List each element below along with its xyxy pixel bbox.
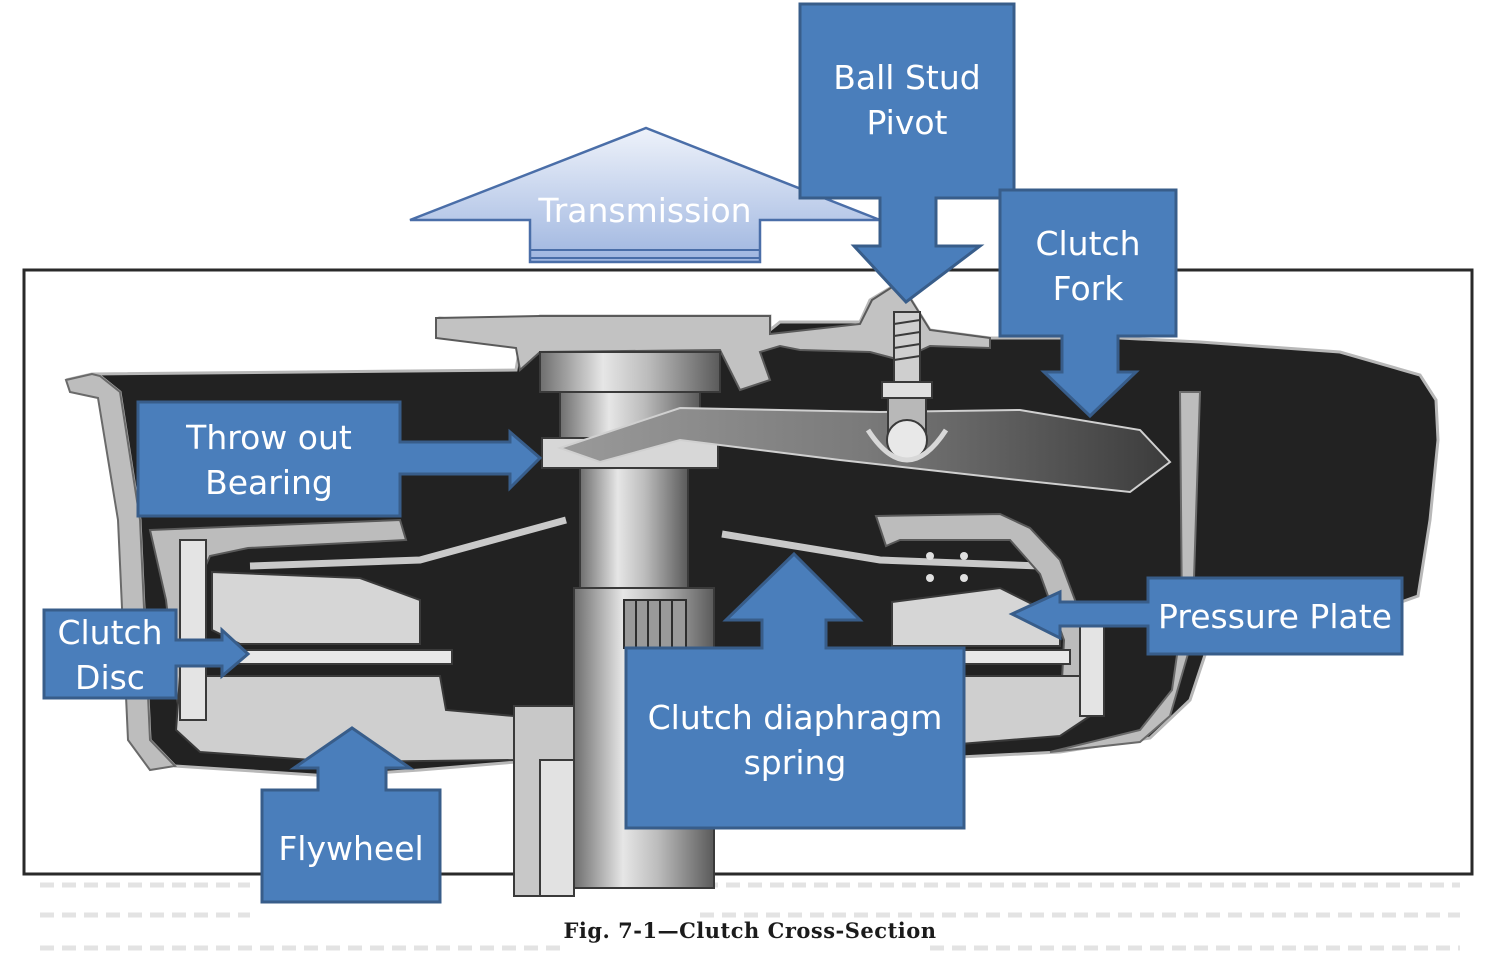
transmission-arrow [409,126,881,264]
flywheel-left [174,675,515,764]
callout-flywheel [260,726,442,904]
callout-clutch-fork [998,188,1178,419]
clutch-disc-label: Clutch Disc [57,613,163,697]
throw-out-bearing-label: Throw out Bearing [186,418,352,502]
clutch-fork-label: Clutch Fork [1035,224,1141,308]
pressure-plate-left [211,570,421,645]
callout-clutch-disc [42,608,251,700]
housing-outer-wall [64,372,178,772]
callout-throw-out-bearing [136,400,543,518]
callout-clutch-diaphragm-spring [624,551,966,830]
cover-bolt-right [1079,619,1105,717]
fork-lever [556,406,1172,494]
clutch-diaphragm-spring-label: Clutch diaphragm spring [647,698,943,782]
cover-bolt-left [179,539,207,721]
diaphragm-spring-left [249,516,567,570]
figure-caption: Fig. 7-1—Clutch Cross-Section [563,918,937,943]
bearing-sleeve [579,467,689,589]
ball-stud-pivot-label: Ball Stud Pivot [833,58,981,142]
flywheel-label: Flywheel [278,828,424,868]
fork-retainer-cup [865,428,949,463]
bearing-retainer [539,351,721,393]
transmission-arrow-head [409,126,881,264]
clutch-fork-shape [556,406,1172,494]
callout-pressure-plate [1008,576,1404,656]
housing-top-flange [435,280,991,392]
diaphragm-spring-right [721,530,1041,570]
transmission-label: Transmission [538,190,752,230]
callout-ball-stud-pivot [798,2,1016,305]
pressure-plate-label: Pressure Plate [1158,596,1392,636]
shaft-splines [623,599,687,649]
flywheel-hub-step [539,759,575,897]
stud-nut [881,381,933,399]
ball-stud-shape [865,311,949,463]
